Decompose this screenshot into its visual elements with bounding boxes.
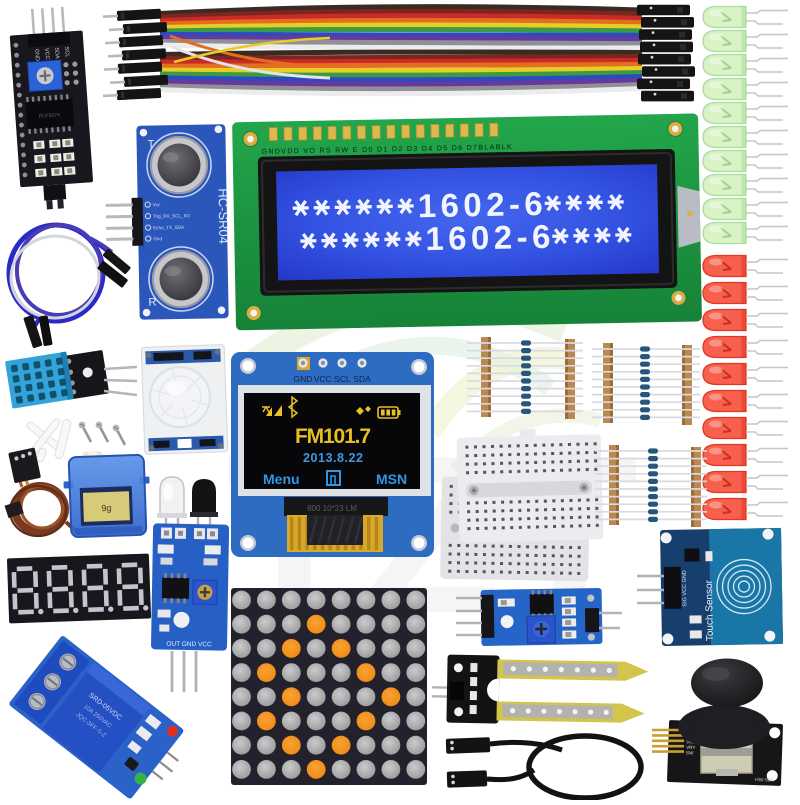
svg-text:Echo_TX_SDA: Echo_TX_SDA (153, 225, 185, 231)
svg-text:VCC: VCC (314, 374, 332, 384)
svg-text:SDA: SDA (353, 374, 371, 384)
svg-text:GND: GND (33, 49, 40, 62)
svg-text:VCC: VCC (43, 48, 50, 60)
svg-text:Trig_RX_SCL_I/O: Trig_RX_SCL_I/O (153, 213, 190, 219)
svg-text:GND: GND (294, 374, 313, 384)
svg-text:9g: 9g (101, 503, 111, 513)
svg-text:Vcc: Vcc (153, 202, 161, 207)
svg-text:HC-SR04: HC-SR04 (215, 188, 231, 244)
svg-text:Gnd: Gnd (153, 236, 162, 241)
svg-text:800 10*23 LM: 800 10*23 LM (307, 504, 357, 513)
svg-text:PCF8574: PCF8574 (39, 112, 61, 119)
svg-text:Menu: Menu (263, 471, 300, 487)
svg-text:FM101.7: FM101.7 (295, 425, 371, 448)
svg-text:Touch Sensor: Touch Sensor (704, 579, 716, 641)
svg-text:T: T (148, 138, 155, 150)
svg-text:MSN: MSN (376, 471, 407, 487)
svg-text:SDA: SDA (53, 47, 60, 59)
svg-text:OUT GND VCC: OUT GND VCC (166, 641, 212, 649)
svg-text:R: R (148, 296, 156, 308)
svg-text:SCL: SCL (63, 47, 70, 58)
svg-text:SIG VCC GND: SIG VCC GND (682, 570, 689, 606)
svg-text:SW: SW (686, 750, 694, 755)
svg-text:HW-504: HW-504 (755, 777, 774, 784)
svg-text:VRY: VRY (686, 745, 696, 750)
svg-text:2013.8.22: 2013.8.22 (303, 451, 363, 465)
svg-text:SCL: SCL (334, 374, 351, 384)
svg-text:GNDVDD VO RS RW E D0 D1 D2 D3: GNDVDD VO RS RW E D0 D1 D2 D3 D4 D5 D6 D… (262, 144, 512, 156)
